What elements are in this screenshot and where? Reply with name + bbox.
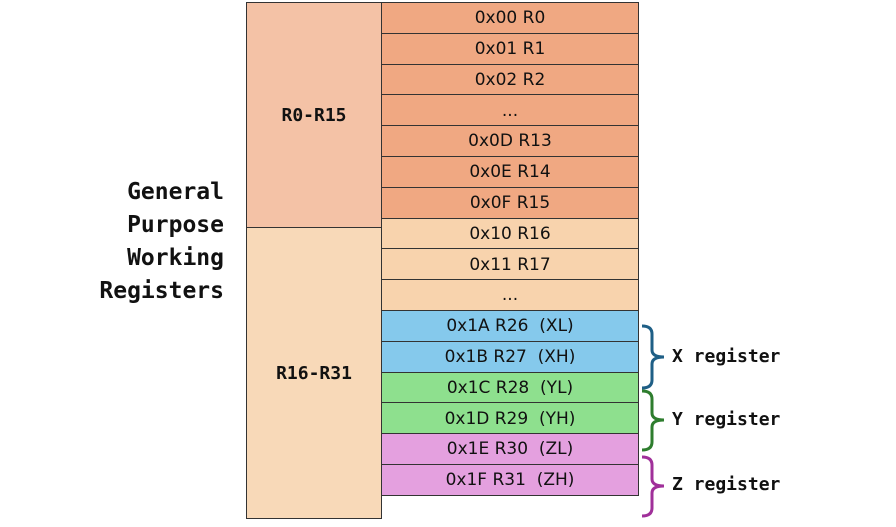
register-cell: 0x02 R2 — [381, 63, 639, 96]
y-register-label: Y register — [672, 409, 781, 430]
y-register-brace — [641, 389, 665, 452]
register-column: 0x00 R0 0x01 R1 0x02 R2 ... 0x0D R13 0x0… — [381, 2, 639, 497]
group-low-registers: R0-R15 — [246, 2, 382, 228]
group-high-registers: R16-R31 — [246, 227, 382, 519]
register-cell: 0x0E R14 — [381, 155, 639, 189]
x-register-brace — [641, 324, 665, 390]
title-line: Working — [127, 245, 224, 271]
z-register-brace — [641, 455, 665, 518]
register-cell: 0x01 R1 — [381, 32, 639, 66]
register-cell-xl: 0x1A R26 (XL) — [381, 309, 639, 343]
register-cell: 0x10 R16 — [381, 217, 639, 250]
title-line: Registers — [99, 278, 224, 304]
group-low-label: R0-R15 — [281, 104, 347, 126]
register-cell-zh: 0x1F R31 (ZH) — [381, 463, 639, 497]
title-line: Purpose — [127, 212, 224, 238]
register-cell: 0x00 R0 — [381, 2, 639, 35]
register-cell-xh: 0x1B R27 (XH) — [381, 340, 639, 374]
register-cell-yl: 0x1C R28 (YL) — [381, 371, 639, 404]
title-line: General — [127, 179, 224, 205]
register-cell: ... — [381, 94, 639, 127]
register-cell: ... — [381, 279, 639, 312]
x-register-label: X register — [672, 346, 781, 367]
group-high-label: R16-R31 — [276, 362, 352, 384]
diagram-title: General Purpose Working Registers — [40, 176, 224, 308]
register-cell: 0x0D R13 — [381, 125, 639, 158]
z-register-label: Z register — [672, 474, 781, 495]
